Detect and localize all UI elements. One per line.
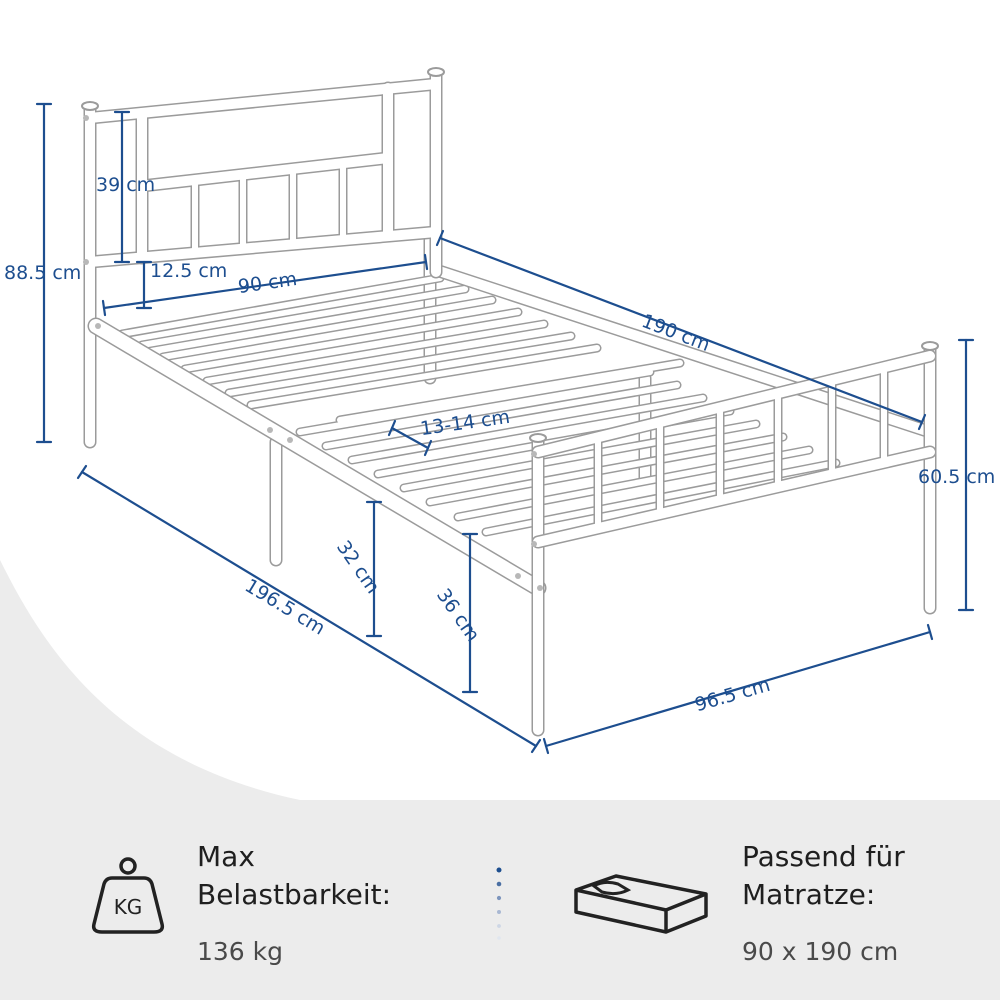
mattress-icon [574,874,708,934]
load-capacity-value: 136 kg [197,937,284,966]
mattress-fit-value: 90 x 190 cm [742,937,899,966]
dim-headboard-height: 39 cm [96,174,156,196]
dotted-separator [496,867,502,940]
dim-rail-gap: 12.5 cm [150,260,228,282]
dim-footboard-height: 60.5 cm [918,466,996,488]
mattress-fit-title: Passend für Matratze: [742,840,905,911]
load-capacity-title: Max Belastbarkeit: [197,840,392,911]
weight-kg-icon: KG [91,857,165,934]
dim-total-height: 88.5 cm [4,262,82,284]
weight-icon-label: KG [114,895,143,919]
